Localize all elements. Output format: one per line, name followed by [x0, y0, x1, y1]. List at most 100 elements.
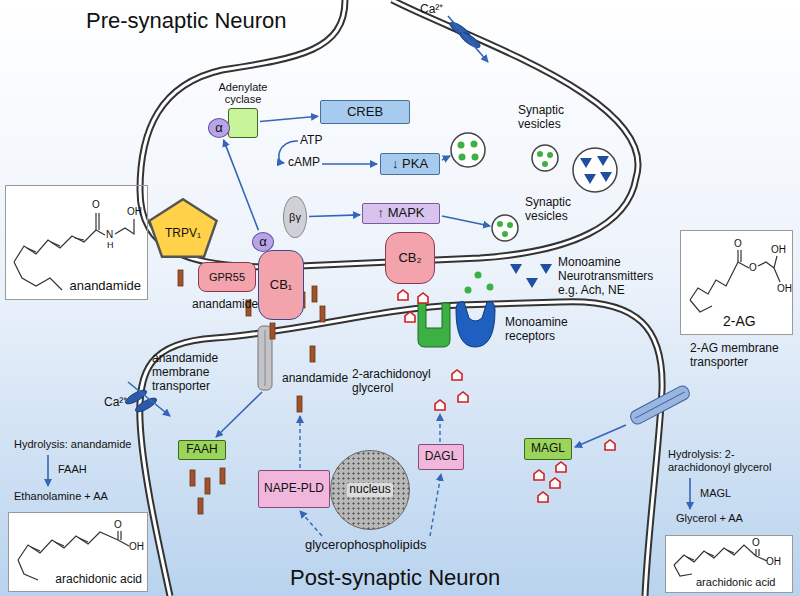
node-heading: Adenylate cyclase — [212, 81, 274, 106]
drawing-part — [27, 248, 36, 252]
drawing-part — [31, 547, 40, 551]
drawing-part — [738, 262, 749, 268]
pathway-arrow — [48, 16, 690, 509]
structure-box: anandamide — [5, 185, 148, 300]
drawing-part — [51, 242, 60, 246]
drawing-part — [497, 221, 503, 227]
enzyme-label: MAGL — [700, 487, 731, 500]
reaction-label: Hydrolysis: 2-arachidonoyl glycerol — [668, 448, 794, 473]
drawing-part — [140, 302, 662, 596]
ion-label: Ca²⁺ — [420, 3, 443, 17]
neuron-title: Post-synaptic Neuron — [290, 565, 500, 590]
atom-label: O — [749, 262, 757, 274]
node-label: FAAH — [186, 443, 217, 457]
g-betagamma-subunit: βγ — [283, 196, 307, 238]
drawing-part — [556, 462, 566, 472]
drawing-part — [628, 384, 691, 426]
drawing-part — [538, 492, 548, 502]
drawing-part — [575, 425, 626, 447]
drawing-part — [299, 416, 300, 468]
drawing-part — [707, 553, 714, 556]
molecule-label: ATP — [300, 134, 322, 148]
neuron-membrane — [140, 0, 662, 596]
drawing-part — [205, 478, 210, 494]
drawing-part — [674, 545, 756, 565]
drawing-part — [14, 262, 62, 290]
drawing-part — [690, 262, 738, 300]
receptor-pentagon: TRPV₁ — [148, 198, 218, 258]
structure-ground — [5, 185, 148, 300]
enzyme-box: FAAH — [178, 440, 226, 460]
molecule-label: cAMP — [288, 156, 320, 170]
signal-arrow — [224, 140, 259, 230]
atom-label: OH — [127, 206, 142, 218]
drawing-part — [47, 455, 49, 486]
drawing-part — [79, 538, 88, 542]
node-label: CB₂ — [398, 251, 421, 266]
node-label: α — [259, 235, 267, 250]
node-label: MAGL — [531, 442, 565, 456]
receptor-shape: CB₂ — [385, 232, 435, 284]
g-alpha-subunit: α — [208, 118, 230, 138]
drawing-part — [95, 213, 96, 230]
drawing-part — [507, 222, 513, 228]
drawing-part — [635, 392, 684, 418]
drawing-part — [758, 549, 759, 556]
node-label: CREB — [347, 105, 383, 120]
drawing-part — [690, 300, 712, 312]
drawing-part — [756, 556, 767, 561]
drawing-part — [472, 154, 479, 161]
drawing-part — [452, 370, 462, 380]
drawing-part — [98, 213, 99, 230]
drawing-part — [178, 270, 183, 286]
drawing-part — [265, 330, 266, 386]
pentagon-fill — [149, 199, 216, 257]
receptor-shape: CB₁ — [258, 250, 304, 320]
node-label: GPR55 — [209, 271, 245, 284]
receptor-shape: GPR55 — [198, 262, 256, 292]
callout-label: 2-AG membrane transporter — [690, 342, 790, 370]
enzyme-box: NAPE-PLD — [258, 470, 330, 508]
molecule-label: 2-arachidonoyl glycerol — [352, 368, 442, 396]
drawing-part — [510, 264, 522, 274]
atom-label: N — [106, 229, 113, 241]
drawing-part — [140, 0, 638, 267]
node-label: DAGL — [425, 450, 458, 464]
2ag-molecule — [398, 290, 615, 502]
drawing-part — [55, 542, 64, 546]
structure-ground — [665, 535, 793, 593]
node-label: TRPV₁ — [165, 227, 201, 241]
enzyme-label: FAAH — [58, 463, 87, 476]
reaction-label: Ethanolamine + AA — [14, 490, 108, 503]
drawing-part — [300, 511, 322, 536]
molecule-label: glycerophospholipids — [305, 538, 426, 553]
drawing-part — [542, 161, 548, 167]
structure-box: arachidonic acid — [8, 512, 148, 592]
drawing-part — [442, 216, 490, 226]
drawing-part — [117, 531, 118, 540]
drawing-part — [18, 532, 118, 560]
drawing-part — [216, 392, 262, 437]
drawing-part — [448, 16, 488, 62]
callout-label: Monoamine Neurotransmitters e.g. Ach, NE — [558, 256, 676, 297]
drawing-part — [405, 312, 415, 322]
atom-label: H — [107, 240, 114, 250]
neuron-title: Pre-synaptic Neuron — [86, 8, 287, 33]
atom-label: O — [752, 537, 760, 549]
enzyme-box: DAGL — [418, 444, 464, 470]
structure-ground — [680, 230, 793, 335]
drawing-part — [96, 230, 105, 235]
drawing-part — [674, 565, 692, 576]
2ag-transporter — [628, 384, 691, 426]
drawing-part — [532, 145, 558, 171]
node-label: ↓ PKA — [392, 157, 428, 172]
g-alpha-subunit: α — [252, 232, 274, 252]
drawing-part — [451, 133, 485, 167]
molecule-label: anandamide — [282, 372, 348, 386]
structure-ground — [8, 512, 148, 592]
drawing-part — [758, 256, 777, 268]
drawing-part — [198, 498, 203, 514]
callout-label: Monoamine receptors — [505, 316, 579, 344]
drawing-part — [774, 268, 780, 282]
